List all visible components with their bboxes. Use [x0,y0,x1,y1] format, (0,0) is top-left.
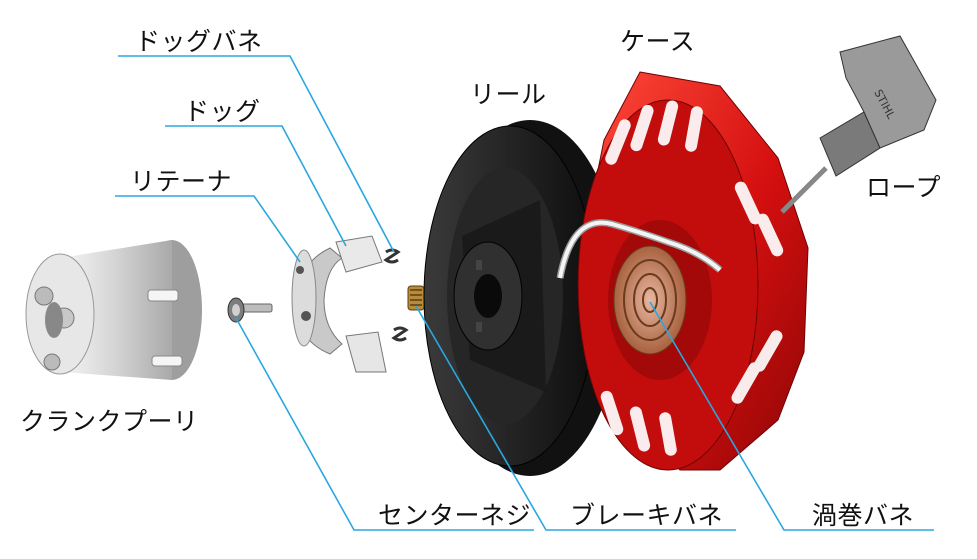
label-dog: ドッグ [184,97,261,126]
label-rope: ロープ [866,173,942,202]
starter-case [577,71,809,471]
rope-handle: STIHL [819,35,937,177]
leader-brake-spring [415,305,736,531]
dog-lower [345,331,387,373]
label-brake-spring: ブレーキバネ [570,501,724,530]
rope [556,166,828,279]
leader-spiral-spring [649,301,934,531]
label-reel: リール [470,80,547,109]
label-retainer: リテーナ [130,167,233,196]
leader-dog-spring [118,55,395,253]
spiral-spring [613,245,687,355]
label-center-screw: センターネジ [378,501,532,530]
leader-dog [165,125,347,247]
label-crank-pulley: クランクプーリ [20,407,199,436]
center-screw [227,297,273,323]
leader-center-screw [235,317,534,531]
label-case: ケース [620,27,696,56]
dog-upper [335,235,383,273]
leader-retainer [115,195,301,263]
retainer [291,247,343,355]
brake-spring [407,285,425,311]
reel [423,120,622,476]
dog-spring-lower [391,326,409,342]
label-dog-spring: ドッグバネ [135,27,263,56]
leader-lines [115,55,934,531]
crank-pulley [25,240,202,380]
dog-spring-upper [383,248,401,264]
label-spiral-spring: 渦巻バネ [812,501,915,530]
